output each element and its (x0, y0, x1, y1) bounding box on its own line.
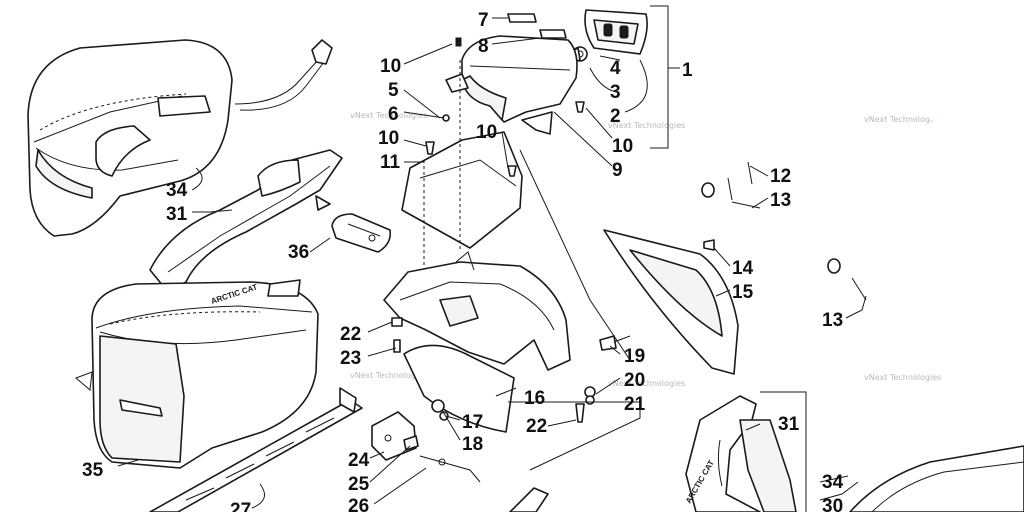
flap-bracket (401, 60, 523, 310)
callout-22: 22 (340, 324, 361, 345)
watermark: vNext Technologies (350, 111, 427, 120)
callout-26: 26 (348, 496, 369, 512)
fender (383, 251, 571, 433)
side-rail-left (149, 149, 343, 293)
callout-21: 21 (624, 394, 646, 415)
lower-center (509, 487, 549, 512)
callout-31: 31 (166, 204, 188, 225)
callout-14: 14 (732, 258, 754, 279)
callout-2: 2 (610, 106, 621, 127)
callout-9: 9 (612, 160, 623, 181)
callout-3: 3 (610, 82, 621, 103)
callout-12: 12 (770, 166, 791, 187)
callout-10: 10 (476, 122, 497, 143)
callout-27: 27 (230, 500, 251, 512)
callout-6: 6 (388, 104, 399, 125)
tail-housing (445, 13, 578, 135)
callout-13: 13 (822, 310, 843, 331)
grab-handle (701, 81, 971, 301)
callout-5: 5 (388, 80, 399, 101)
callout-18: 18 (462, 434, 483, 455)
pad (331, 213, 392, 253)
callout-7: 7 (478, 10, 489, 31)
callout-10: 10 (380, 56, 401, 77)
watermark: vNext Technologies (864, 373, 941, 382)
seat-lower-right (849, 445, 1024, 512)
callout-8: 8 (478, 36, 489, 57)
saddlebag-top (27, 39, 333, 237)
watermark: vNext Technologies (864, 115, 941, 124)
lower-rail (149, 387, 363, 512)
callout-34: 34 (166, 180, 188, 201)
callout-35: 35 (82, 460, 104, 481)
callout-15: 15 (732, 282, 754, 303)
callout-30: 30 (822, 496, 843, 512)
callouts: 1 2 3 4 5 6 7 8 9 10 10 10 10 11 12 13 1… (82, 10, 844, 512)
brackets (371, 411, 481, 483)
callout-17: 17 (462, 412, 483, 433)
callout-25: 25 (348, 474, 370, 495)
leader-lines (117, 5, 867, 512)
callout-16: 16 (524, 388, 545, 409)
callout-10: 10 (612, 136, 633, 157)
callout-10: 10 (378, 128, 399, 149)
callout-34: 34 (822, 472, 844, 493)
watermark: vNext Technologies (350, 371, 427, 380)
callout-24: 24 (348, 450, 370, 471)
callout-36: 36 (288, 242, 309, 263)
callout-13: 13 (770, 190, 791, 211)
callout-22: 22 (526, 416, 547, 437)
callout-4: 4 (610, 58, 621, 79)
side-panel (603, 229, 739, 375)
callout-23: 23 (340, 348, 361, 369)
saddlebag-main: ARCTIC CAT (75, 279, 319, 469)
callout-19: 19 (624, 346, 645, 367)
callout-11: 11 (380, 152, 401, 173)
callout-20: 20 (624, 370, 645, 391)
callout-31: 31 (778, 414, 800, 435)
side-rail-right: ARCTIC CAT (684, 395, 797, 512)
watermark: vNext Technologies (608, 379, 685, 388)
callout-1: 1 (682, 60, 693, 81)
watermark: vNext Technologies (608, 121, 685, 130)
taillight (569, 9, 648, 63)
